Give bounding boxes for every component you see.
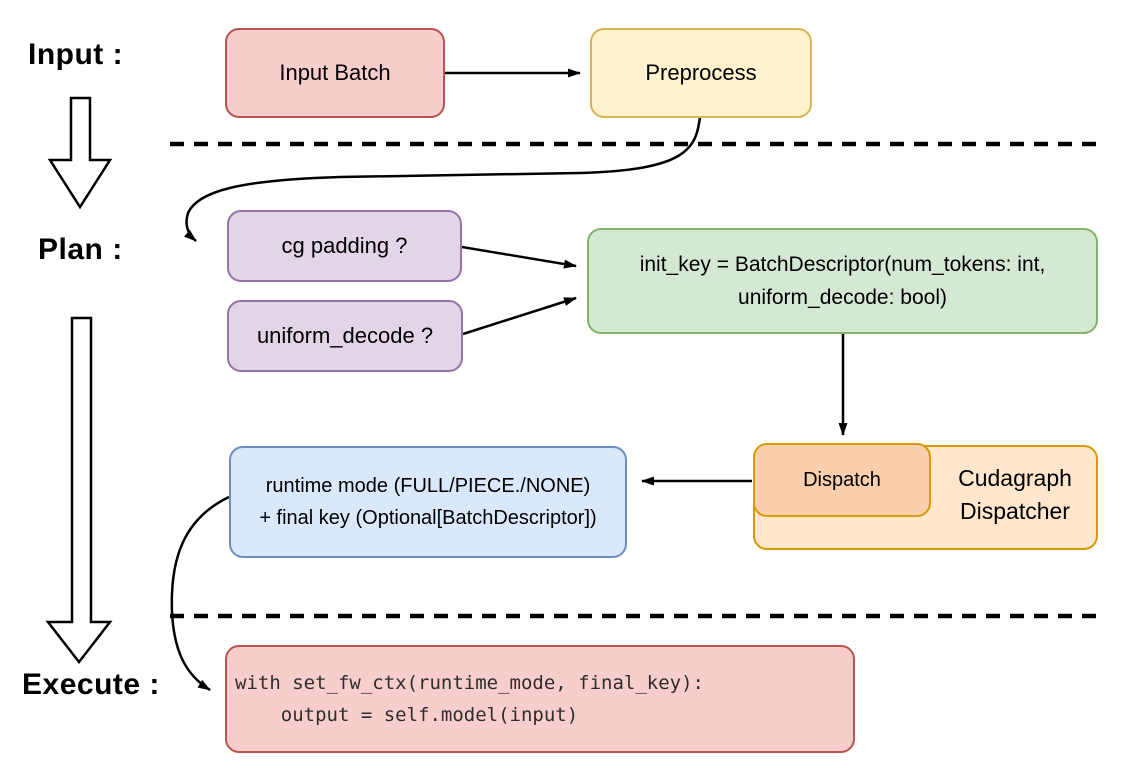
node-uniform-decode-label: uniform_decode ? [256,323,434,349]
node-init-key-line1: init_key = BatchDescriptor(num_tokens: i… [639,253,1046,276]
node-init-key-line2: uniform_decode: bool) [738,286,947,309]
node-dispatch-label: Dispatch [803,468,881,491]
node-cudagraph-dispatcher-label: Cudagraph Dispatcher [958,465,1072,524]
node-runtime-mode-line2: + final key (Optional[BatchDescriptor]) [259,507,597,529]
node-init-key: init_key = BatchDescriptor(num_tokens: i… [587,228,1098,334]
node-cg-padding-label: cg padding ? [281,233,408,259]
curve-preprocess-to-cgpadding [183,116,702,242]
node-input-batch: Input Batch [225,28,445,118]
node-execute-code: with set_fw_ctx(runtime_mode, final_key)… [225,645,855,753]
stage-label-execute: Execute : [22,668,160,701]
node-execute-code-line2: output = self.model(input) [235,704,579,726]
plan-to-execute-block-arrow [45,316,113,665]
node-uniform-decode: uniform_decode ? [227,300,463,372]
node-runtime-mode: runtime mode (FULL/PIECE./NONE) + final … [229,446,627,558]
input-to-plan-block-arrow [47,96,113,210]
node-preprocess: Preprocess [590,28,812,118]
node-dispatch: Dispatch [753,443,931,517]
stage-label-input: Input : [28,38,124,71]
node-runtime-mode-line1: runtime mode (FULL/PIECE./NONE) [265,475,591,497]
arrow-uniformdecode-to-initkey [462,296,577,336]
stage-label-plan: Plan : [38,233,123,266]
node-input-batch-label: Input Batch [279,60,391,86]
node-cg-padding: cg padding ? [227,210,462,282]
arrow-cgpadding-to-initkey [461,245,577,269]
node-preprocess-label: Preprocess [645,60,757,86]
curve-runtime-to-code [170,495,230,692]
node-execute-code-line1: with set_fw_ctx(runtime_mode, final_key)… [235,672,704,694]
